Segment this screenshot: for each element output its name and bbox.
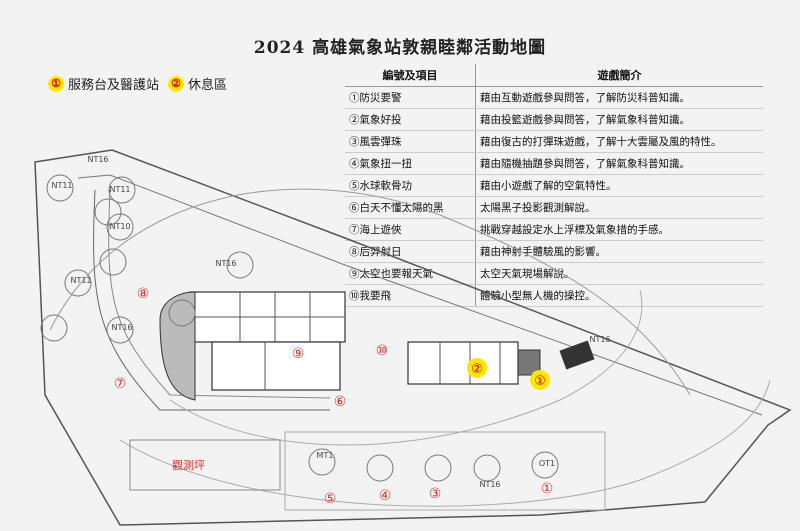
main-building [159, 291, 346, 401]
row-item: ⑤水球軟骨功 [345, 174, 476, 197]
tree-symbol [308, 448, 336, 476]
tree-label: NT16 [479, 480, 500, 489]
activity-marker: ⑩ [376, 343, 389, 359]
observation-field [129, 439, 281, 491]
table-row: ⑥白天不懂太陽的黑太陽黑子投影觀測解說。 [345, 196, 763, 219]
activity-marker: ⑤ [324, 491, 337, 507]
road-curve-2 [108, 189, 331, 399]
row-desc: 體驗小型無人機的操控。 [475, 284, 763, 307]
row-desc: 藉由隨機抽題參與問答，了解氣象科普知識。 [475, 152, 763, 175]
activity-marker: ③ [429, 486, 442, 502]
observation-field-2 [284, 431, 606, 511]
activity-marker: ④ [379, 488, 392, 504]
marker-layer: ⑧ ⑦ ⑨ ⑩ ⑥ ⑤ ④ ③ ① ② ① [114, 286, 554, 507]
legend-mark-2: ② [168, 75, 184, 92]
tree-symbol [473, 454, 501, 482]
area-label: 觀測坪 [172, 458, 205, 472]
header-desc: 遊戲簡介 [475, 64, 763, 87]
tree-label: NT16 [589, 335, 610, 344]
legend-mark-1: ① [48, 75, 64, 92]
tree-label: NT16 [215, 259, 236, 268]
row-item: ⑦海上遊俠 [345, 218, 476, 241]
table-row: ④氣象扭一扭藉由隨機抽題參與問答，了解氣象科普知識。 [345, 152, 763, 175]
tree-symbol [64, 269, 92, 297]
tree-label: NT10 [109, 222, 130, 231]
header-item: 編號及項目 [345, 64, 476, 87]
row-item: ④氣象扭一扭 [345, 152, 476, 175]
tree-symbol [108, 176, 136, 204]
tree-symbol [99, 248, 127, 276]
tree-label: NT16 [87, 155, 108, 164]
row-item: ①防災要警 [345, 86, 476, 109]
row-desc: 藉由投籃遊戲參與問答，了解氣象科普知識。 [475, 108, 763, 131]
service-marker-bg [467, 358, 487, 378]
activity-marker: ⑥ [334, 394, 347, 410]
service-marker: ② [471, 362, 483, 377]
row-desc: 藉由小遊戲了解的空氣特性。 [475, 174, 763, 197]
row-item: ③風雲彈珠 [345, 130, 476, 153]
activity-marker: ⑧ [137, 286, 150, 302]
tree-label: OT1 [539, 459, 555, 468]
legend: ① 服務台及醫護站 ② 休息區 [40, 68, 290, 98]
tree-symbol [226, 251, 254, 279]
tree-symbol [46, 174, 74, 202]
tree-symbol [424, 454, 452, 482]
tree-symbol [94, 198, 122, 226]
radius-arc-3 [169, 289, 643, 446]
row-desc: 藉由神射手體驗風的影響。 [475, 240, 763, 263]
table-row: ②氣象好投藉由投籃遊戲參與問答，了解氣象科普知識。 [345, 108, 763, 131]
row-desc: 挑戰穿越設定水上浮標及氣象措的手感。 [475, 218, 763, 241]
row-item: ⑧后羿射日 [345, 240, 476, 263]
table-row: ⑦海上遊俠挑戰穿越設定水上浮標及氣象措的手感。 [345, 218, 763, 241]
row-desc: 太空天氣現場解說。 [475, 262, 763, 285]
service-marker: ① [534, 374, 546, 389]
activity-table: 編號及項目 遊戲簡介 ①防災要警藉由互動遊戲參與問答，了解防災科普知識。 ②氣象… [345, 64, 763, 307]
road-curve [93, 189, 330, 411]
table-row: ⑩我要飛體驗小型無人機的操控。 [345, 284, 763, 307]
legend-label-service: 服務台及醫護站 [68, 78, 160, 93]
table-row: ⑤水球軟骨功藉由小遊戲了解的空氣特性。 [345, 174, 763, 197]
service-marker-bg [530, 370, 550, 390]
legend-label-rest: 休息區 [188, 78, 228, 93]
table-row: ③風雲彈珠藉由復古的打彈珠遊戲，了解十大雲屬及風的特性。 [345, 130, 763, 153]
table-header-row: 編號及項目 遊戲簡介 [345, 64, 763, 87]
row-item: ⑨太空也要報天氣 [345, 262, 476, 285]
tree-label: MT1 [317, 451, 334, 460]
tree-symbol [40, 314, 68, 342]
radius-arc-2 [119, 379, 771, 507]
row-item: ⑥白天不懂太陽的黑 [345, 196, 476, 219]
row-desc: 藉由復古的打彈珠遊戲，了解十大雲屬及風的特性。 [475, 130, 763, 153]
tree-symbol [106, 316, 134, 344]
table-row: ①防災要警藉由互動遊戲參與問答，了解防災科普知識。 [345, 86, 763, 109]
tree-label: NT16 [111, 323, 132, 332]
row-desc: 太陽黑子投影觀測解說。 [475, 196, 763, 219]
table-row: ⑨太空也要報天氣太空天氣現場解說。 [345, 262, 763, 285]
tree-symbol [531, 451, 559, 479]
legend-item-rest: ② 休息區 [168, 74, 227, 93]
row-item: ⑩我要飛 [345, 284, 476, 307]
tree-label: NT11 [70, 276, 91, 285]
tree-label: NT11 [109, 185, 130, 194]
legend-item-service: ① 服務台及醫護站 [48, 74, 159, 93]
tree-symbol [366, 454, 394, 482]
tree-symbol [106, 213, 134, 241]
row-desc: 藉由互動遊戲參與問答，了解防災科普知識。 [475, 86, 763, 109]
activity-marker: ⑨ [292, 346, 305, 362]
tree-label: NT11 [51, 181, 72, 190]
page-title: 2024 高雄氣象站敦親睦鄰活動地圖 [253, 38, 547, 58]
activity-marker: ⑦ [114, 376, 127, 392]
table-row: ⑧后羿射日藉由神射手體驗風的影響。 [345, 240, 763, 263]
east-building [407, 340, 595, 385]
tree-symbol [168, 299, 196, 327]
activity-marker: ① [541, 481, 554, 497]
row-item: ②氣象好投 [345, 108, 476, 131]
